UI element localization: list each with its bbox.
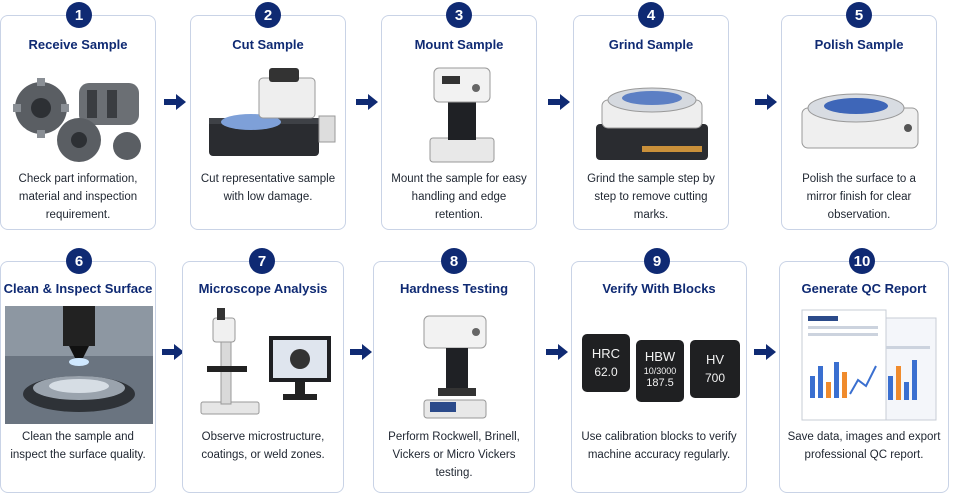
arrow-right-icon bbox=[350, 344, 372, 360]
block-value: 62.0 bbox=[582, 365, 630, 379]
block-hrc: HRC 62.0 bbox=[582, 334, 630, 392]
grinding-machine-illustration bbox=[582, 58, 722, 170]
microscope-illustration bbox=[191, 306, 337, 424]
step-number-badge: 1 bbox=[66, 2, 92, 28]
step-title: Cut Sample bbox=[191, 37, 345, 52]
step-number-badge: 2 bbox=[255, 2, 281, 28]
step-title: Mount Sample bbox=[382, 37, 536, 52]
step-title: Clean & Inspect Surface bbox=[1, 281, 155, 296]
qc-report-illustration bbox=[788, 306, 942, 424]
block-hv: HV 700 bbox=[690, 340, 740, 398]
gears-illustration bbox=[9, 58, 149, 170]
arrow-right-icon bbox=[162, 344, 184, 360]
cutting-machine-illustration bbox=[199, 58, 339, 170]
step-title: Hardness Testing bbox=[374, 281, 534, 296]
step-description: Grind the sample step by step to remove … bbox=[580, 170, 722, 224]
arrow-right-icon bbox=[546, 344, 568, 360]
step-number-badge: 8 bbox=[441, 248, 467, 274]
step-card-1: Receive Sample Check part information, m… bbox=[0, 15, 156, 230]
step-card-6: Clean & Inspect Surface Clean the sample… bbox=[0, 261, 156, 493]
step-title: Polish Sample bbox=[782, 37, 936, 52]
step-card-8: Hardness Testing Perform Rockwell, Brine… bbox=[373, 261, 535, 493]
step-number-badge: 10 bbox=[849, 248, 875, 274]
step-card-10: Generate QC Report Save data, images and… bbox=[779, 261, 949, 493]
step-description: Observe microstructure, coatings, or wel… bbox=[189, 428, 337, 464]
step-title: Generate QC Report bbox=[780, 281, 948, 296]
block-value: 700 bbox=[690, 371, 740, 385]
step-description: Perform Rockwell, Brinell, Vickers or Mi… bbox=[380, 428, 528, 482]
block-label: HV bbox=[690, 352, 740, 367]
step-number-badge: 3 bbox=[446, 2, 472, 28]
step-title: Grind Sample bbox=[574, 37, 728, 52]
inspection-illustration bbox=[5, 306, 153, 424]
step-description: Polish the surface to a mirror finish fo… bbox=[788, 170, 930, 224]
step-description: Save data, images and export professiona… bbox=[786, 428, 942, 464]
arrow-right-icon bbox=[548, 94, 570, 110]
step-number-badge: 4 bbox=[638, 2, 664, 28]
step-card-4: Grind Sample Grind the sample step by st… bbox=[573, 15, 729, 230]
block-label: HRC bbox=[582, 346, 630, 361]
step-card-9: Verify With Blocks HRC 62.0 HBW 10/3000 … bbox=[571, 261, 747, 493]
step-card-7: Microscope Analysis Observe microstructu… bbox=[182, 261, 344, 493]
step-description: Clean the sample and inspect the surface… bbox=[7, 428, 149, 464]
arrow-right-icon bbox=[754, 344, 776, 360]
step-number-badge: 6 bbox=[66, 248, 92, 274]
step-description: Cut representative sample with low damag… bbox=[197, 170, 339, 206]
arrow-right-icon bbox=[356, 94, 378, 110]
step-card-2: Cut Sample Cut representative sample wit… bbox=[190, 15, 346, 230]
step-card-3: Mount Sample Mount the sample for easy h… bbox=[381, 15, 537, 230]
arrow-right-icon bbox=[755, 94, 777, 110]
step-card-5: Polish Sample Polish the surface to a mi… bbox=[781, 15, 937, 230]
step-description: Check part information, material and ins… bbox=[7, 170, 149, 224]
step-number-badge: 7 bbox=[249, 248, 275, 274]
mounting-press-illustration bbox=[390, 58, 530, 170]
step-number-badge: 5 bbox=[846, 2, 872, 28]
step-title: Receive Sample bbox=[1, 37, 155, 52]
hardness-tester-illustration bbox=[382, 306, 528, 424]
step-title: Verify With Blocks bbox=[572, 281, 746, 296]
block-hbw: HBW 10/3000 187.5 bbox=[636, 340, 684, 402]
block-value: 187.5 bbox=[636, 377, 684, 389]
step-description: Mount the sample for easy handling and e… bbox=[388, 170, 530, 224]
step-title: Microscope Analysis bbox=[183, 281, 343, 296]
block-label: HBW bbox=[636, 349, 684, 364]
step-number-badge: 9 bbox=[644, 248, 670, 274]
block-sub: 10/3000 bbox=[636, 366, 684, 376]
arrow-right-icon bbox=[164, 94, 186, 110]
polishing-machine-illustration bbox=[790, 58, 930, 170]
step-description: Use calibration blocks to verify machine… bbox=[578, 428, 740, 464]
